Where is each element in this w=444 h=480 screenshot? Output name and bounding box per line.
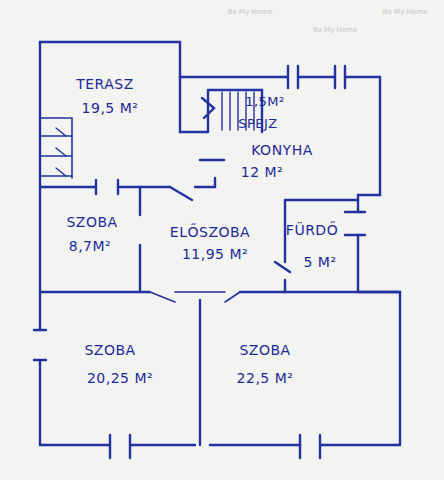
room-name: SZOBA <box>84 342 135 358</box>
room-name: TERASZ <box>76 76 134 92</box>
watermark: Be My Home <box>383 8 427 16</box>
door-mark <box>96 180 118 194</box>
room: SZOBA 8,7M² <box>42 189 140 289</box>
room: SZOBA 22,5 M² <box>202 294 398 442</box>
window-mark <box>110 435 320 458</box>
room-name: ELŐSZOBA <box>170 224 250 240</box>
room-area: 8,7M² <box>69 238 111 254</box>
wall <box>40 444 400 446</box>
door-swing <box>170 187 192 200</box>
wall <box>39 42 41 445</box>
room: SZOBA 20,25 M² <box>42 294 198 442</box>
room-area: 5 M² <box>303 254 336 270</box>
room: 1,5M² SPEJZ <box>205 92 295 140</box>
wall <box>139 187 141 292</box>
wall <box>40 178 215 187</box>
step-arrow <box>56 128 66 176</box>
room: ELŐSZOBA 11,95 M² <box>142 189 282 289</box>
wall <box>180 76 380 78</box>
room-area: SPEJZ <box>238 116 278 132</box>
room-name: SZOBA <box>239 342 290 358</box>
room: KONYHA 12 M² <box>200 134 378 186</box>
window-mark <box>34 330 46 360</box>
room-area: 20,25 M² <box>87 370 153 386</box>
room-area: 19,5 M² <box>82 100 139 116</box>
door-swing <box>202 98 214 118</box>
door-swing <box>150 292 240 302</box>
wall <box>285 200 358 292</box>
room-area: 11,95 M² <box>182 246 248 262</box>
wall <box>358 77 400 445</box>
wall <box>200 159 224 161</box>
room-area: 12 M² <box>241 164 283 180</box>
room-area: 1,5M² <box>245 94 285 110</box>
room-name: KONYHA <box>251 142 313 158</box>
terrace-steps <box>40 118 72 178</box>
watermark: Be My Home <box>228 8 272 16</box>
wall <box>199 300 201 445</box>
door-swing <box>275 262 290 272</box>
room-area: 22,5 M² <box>237 370 294 386</box>
watermark: Be My Home <box>313 26 357 34</box>
room-name: FÜRDŐ <box>286 222 338 238</box>
room: FÜRDŐ 5 M² <box>282 202 356 290</box>
room-name: SZOBA <box>66 214 117 230</box>
window-mark <box>288 66 345 88</box>
window-mark <box>345 212 365 235</box>
room: TERASZ 19,5 M² <box>42 44 178 184</box>
